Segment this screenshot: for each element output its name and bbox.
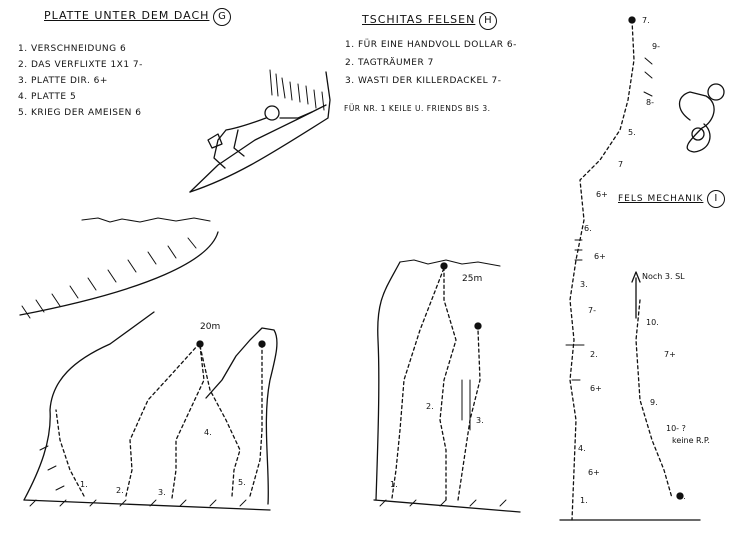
pitch-number: 10.	[646, 318, 659, 327]
route-list-item: 3. Platte dir. 6+	[18, 76, 108, 86]
route-list-item: 1. Verschneidung 6	[18, 44, 127, 54]
pitch-grade: 7-	[588, 306, 596, 315]
section-h-badge: H	[479, 12, 498, 30]
pitch-number: 1.	[580, 496, 588, 505]
pitch-grade: 6+	[596, 190, 608, 199]
route-number: 1.	[80, 480, 88, 489]
wall-height-label: 25m	[462, 274, 483, 284]
route-list-item: 1. Für eine Handvoll Dollar 6-	[345, 40, 517, 50]
route-number: 1.	[390, 480, 398, 489]
pitch-grade: 6+	[588, 468, 600, 477]
route-number: 3.	[476, 416, 484, 425]
section-h-title: Tschitas FelsenH	[362, 12, 498, 30]
pitch-number: 8.	[678, 492, 686, 501]
climber-illustration	[189, 69, 331, 193]
pitch-number: 6.	[584, 224, 592, 233]
no-bolts-note: keine R.P.	[672, 436, 710, 445]
pitch-grade: 8-	[646, 98, 654, 107]
pitch-number: 3.	[580, 280, 588, 289]
route-number: 4.	[204, 428, 212, 437]
section-i-badge: I	[707, 190, 726, 208]
pitch-grade: 6+	[590, 384, 602, 393]
section-g-badge: G	[213, 8, 232, 26]
wall-height-label: 20m	[200, 322, 221, 332]
route-number: 3.	[158, 488, 166, 497]
route-number: 5.	[238, 478, 246, 487]
section-i-title: Fels MechanikI	[618, 190, 726, 208]
pitch-number: 9.	[650, 398, 658, 407]
pitch-grade: 7	[618, 160, 624, 169]
pitch-number: 5.	[628, 128, 636, 137]
pitch-number: 7.	[642, 16, 650, 25]
route-list-item: 4. Platte 5	[18, 92, 77, 102]
wall-g	[19, 217, 278, 511]
extra-pitches-note: Noch 3. SL	[642, 272, 685, 281]
route-number: 2.	[116, 486, 124, 495]
wall-i	[559, 16, 725, 521]
route-list-item: 2. Tagträumer 7	[345, 58, 434, 68]
route-list-item: 5. Krieg der Ameisen 6	[18, 108, 142, 118]
pitch-grade: 10- ?	[666, 424, 686, 433]
route-list-item: 2. Das verflixte 1x1 7-	[18, 60, 143, 70]
route-number: 2.	[426, 402, 434, 411]
wall-h	[373, 259, 521, 513]
route-list-item: 3. Wasti der Killerdackel 7-	[345, 76, 502, 86]
pitch-number: 2.	[590, 350, 598, 359]
pitch-number: 4.	[578, 444, 586, 453]
section-g-title: Platte unter dem DachG	[44, 8, 232, 26]
route-note: Für Nr. 1 Keile u. Friends bis 3.	[344, 104, 491, 113]
pitch-grade: 7+	[664, 350, 676, 359]
pitch-grade: 9-	[652, 42, 660, 51]
pitch-grade: 6+	[594, 252, 606, 261]
